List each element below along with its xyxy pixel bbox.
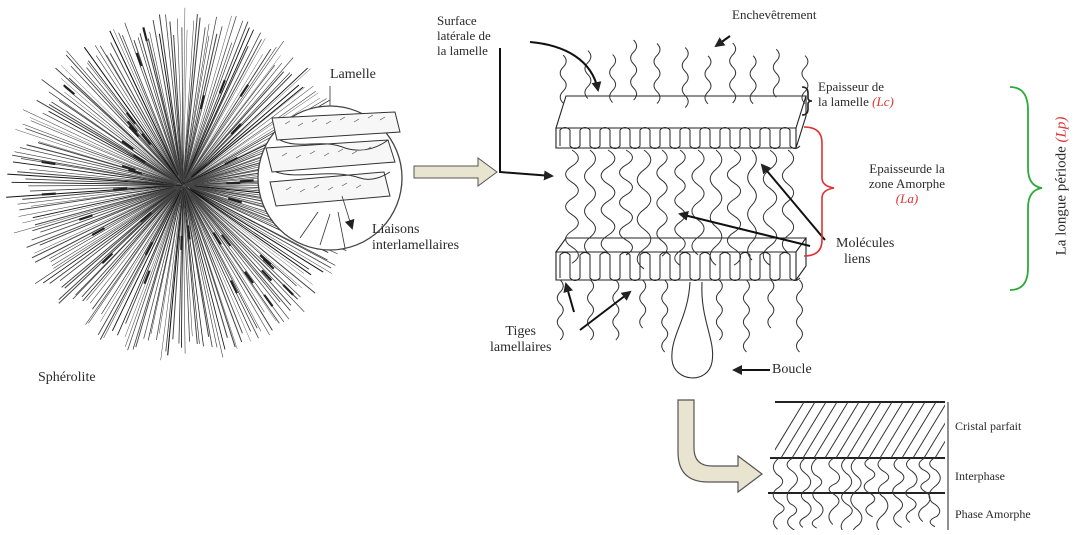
label-liaisons-line1: Liaisons — [372, 222, 459, 238]
label-longue-periode: La longue période (Lp) — [1053, 76, 1070, 296]
zoom-arrow — [678, 400, 762, 492]
label-surface-laterale: Surface latérale de la lamelle — [437, 14, 491, 59]
transition-arrow — [414, 158, 497, 186]
label-epaisseur-lamelle-line1: Epaisseur de — [818, 80, 894, 95]
symbol-la: (La) — [848, 192, 966, 207]
label-tiges-line1: Tiges — [490, 324, 551, 340]
label-epaisseur-lamelle-line2: la lamelle — [818, 94, 869, 109]
long-period-brace — [1010, 87, 1042, 290]
symbol-lp: (Lp) — [1053, 117, 1069, 143]
label-boucle: Boucle — [772, 362, 812, 378]
tie-molecules-drawing — [557, 40, 808, 352]
label-liaisons-line2: interlamellaires — [372, 238, 459, 254]
symbol-lc: (Lc) — [872, 94, 894, 109]
label-molecules-line1: Molécules — [836, 236, 894, 252]
label-surface-line2: latérale de — [437, 29, 491, 44]
label-epaisseur-amorphe-line1: Epaisseurde la — [848, 162, 966, 177]
label-tiges-line2: lamellaires — [490, 340, 551, 356]
label-epaisseur-amorphe-line2: zone Amorphe — [848, 177, 966, 192]
label-epaisseur-amorphe: Epaisseurde la zone Amorphe (La) — [848, 162, 966, 207]
label-cristal-parfait: Cristal parfait — [955, 420, 1021, 434]
label-phase-amorphe: Phase Amorphe — [955, 508, 1031, 522]
amorphous-thickness-brace — [804, 127, 834, 256]
loop-drawing — [672, 282, 713, 378]
label-epaisseur-lamelle: Epaisseur de la lamelle (Lc) — [818, 80, 894, 110]
label-molecules-liens: Molécules liens — [836, 236, 894, 268]
label-interphase: Interphase — [955, 470, 1005, 484]
label-surface-line3: la lamelle — [437, 44, 491, 59]
label-longue-periode-text: La longue période — [1053, 146, 1069, 255]
label-surface-line1: Surface — [437, 14, 491, 29]
label-lamelle: Lamelle — [330, 67, 376, 83]
label-spherolite: Sphérolite — [38, 370, 96, 386]
label-liaisons: Liaisons interlamellaires — [372, 222, 459, 254]
label-tiges-lamellaires: Tiges lamellaires — [490, 324, 551, 356]
label-enchevetrement: Enchevêtrement — [732, 8, 816, 23]
label-molecules-line2: liens — [836, 252, 894, 268]
